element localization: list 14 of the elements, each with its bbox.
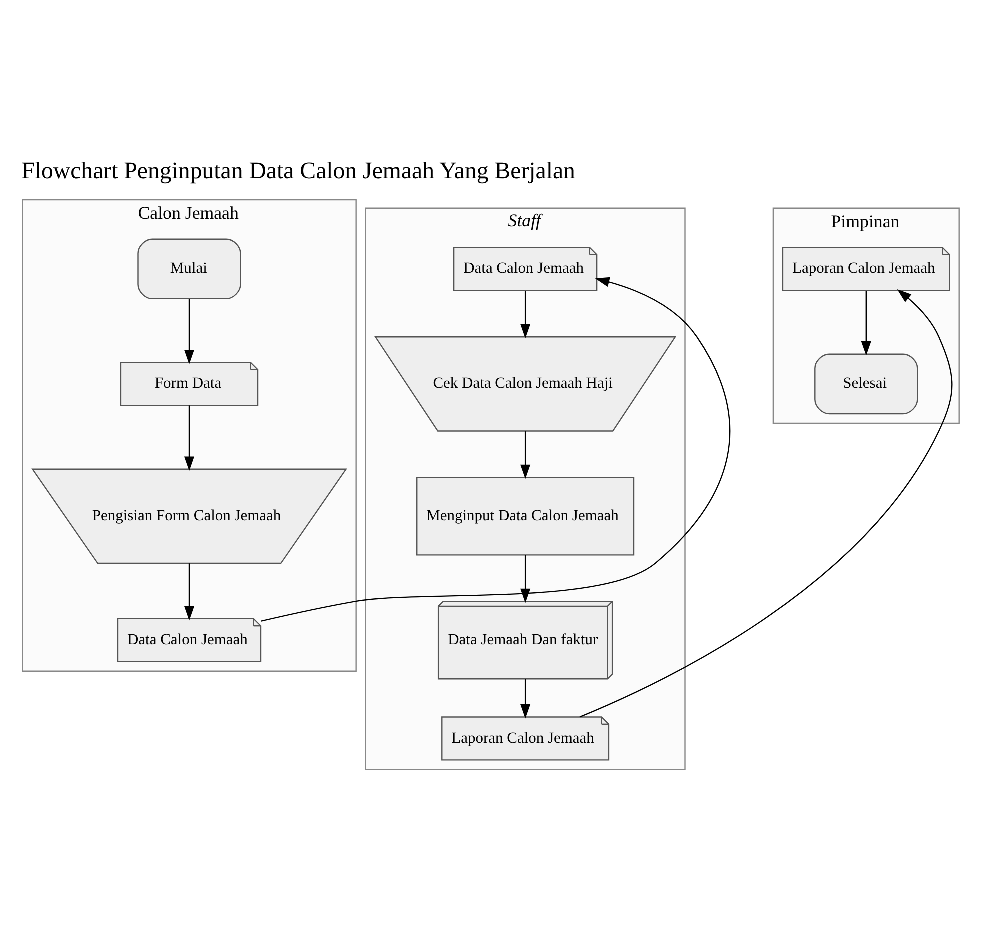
arrow	[520, 680, 531, 719]
arrow	[520, 555, 531, 604]
arrow	[184, 299, 194, 364]
arrow	[184, 564, 194, 621]
arrow	[861, 291, 872, 356]
arrow	[580, 290, 953, 718]
node-box: Menginput Data Calon Jemaah	[416, 477, 635, 556]
arrow	[520, 432, 531, 480]
diagram-title: Flowchart Penginputan Data Calon Jemaah Yang Berjalan	[22, 158, 576, 185]
node-box: Selesai	[814, 354, 918, 415]
arrow	[184, 406, 194, 472]
node-box: Mulai	[138, 238, 242, 300]
arrow	[261, 277, 730, 622]
arrow	[520, 291, 531, 339]
